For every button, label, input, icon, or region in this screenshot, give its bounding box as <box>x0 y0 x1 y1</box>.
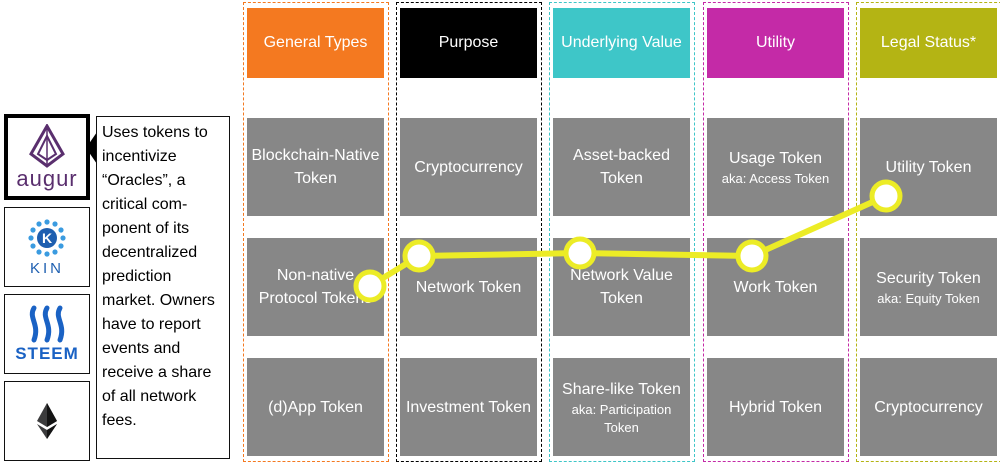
cell-security-token: Security Token aka: Equity Token <box>860 238 997 336</box>
augur-icon <box>29 124 65 168</box>
steem-logo: STEEM <box>4 294 90 374</box>
header-general-types: General Types <box>247 8 384 78</box>
cell-label: Utility Token <box>885 158 972 176</box>
svg-text:K: K <box>42 230 52 246</box>
column-frame-legal-status <box>856 2 1000 462</box>
cell-label: Work Token <box>733 278 818 296</box>
cell-label: Cryptocurrency <box>874 398 983 416</box>
cell-label: Investment Token <box>405 398 532 416</box>
route-node-network-value-token <box>563 236 597 270</box>
cell-cryptocurrency-legal: Cryptocurrency <box>860 358 997 456</box>
cell-label: (d)App Token <box>268 398 363 416</box>
header-purpose: Purpose <box>400 8 537 78</box>
token-route-line <box>368 193 888 289</box>
augur-logo: augur <box>4 114 90 200</box>
kin-icon: K <box>28 219 66 257</box>
cell-sublabel: aka: Access Token <box>721 170 830 186</box>
cell-label: Non-native Protocol Tokens <box>258 267 373 307</box>
cell-usage-token: Usage Token aka: Access Token <box>707 118 844 216</box>
cell-non-native-protocol-tokens: Non-native Protocol Tokens <box>247 238 384 336</box>
cell-dapp-token: (d)App Token <box>247 358 384 456</box>
cell-label: Network Value Token <box>570 267 673 307</box>
header-underlying-value: Underlying Value <box>553 8 690 78</box>
kin-wordmark: KIN <box>29 260 64 277</box>
column-frame-underlying-value <box>549 2 695 462</box>
route-node-utility-token <box>869 179 903 213</box>
header-legal-status: Legal Status* <box>860 8 997 78</box>
cell-share-like-token: Share-like Token aka: Participation Token <box>553 358 690 456</box>
route-node-work-token <box>735 239 769 273</box>
column-frame-general-types <box>243 2 389 462</box>
cell-blockchain-native-token: Blockchain-Native Token <box>247 118 384 216</box>
cell-investment-token: Investment Token <box>400 358 537 456</box>
cell-hybrid-token: Hybrid Token <box>707 358 844 456</box>
route-node-network-token <box>402 239 436 273</box>
callout-text: Uses tokens to incentivize “Oracles”, a … <box>102 124 215 429</box>
ethereum-icon <box>37 403 57 439</box>
route-node-non-native <box>353 269 387 303</box>
cell-label: Security Token <box>876 269 981 287</box>
cell-label: Share-like Token <box>562 380 681 398</box>
augur-description-callout: Uses tokens to incentivize “Oracles”, a … <box>96 116 230 459</box>
cell-label: Cryptocurrency <box>414 158 523 176</box>
cell-sublabel: aka: Participation Token <box>571 401 672 435</box>
cell-label: Asset-backed Token <box>573 147 670 187</box>
ethereum-logo <box>4 381 90 461</box>
kin-logo: K KIN <box>4 207 90 287</box>
cell-label: Network Token <box>415 278 522 296</box>
callout-pointer <box>86 132 97 164</box>
column-frame-purpose <box>396 2 542 462</box>
column-frame-utility <box>703 2 849 462</box>
cell-cryptocurrency-purpose: Cryptocurrency <box>400 118 537 216</box>
steem-wordmark: STEEM <box>15 344 79 363</box>
cell-label: Usage Token <box>728 149 823 167</box>
cell-asset-backed-token: Asset-backed Token <box>553 118 690 216</box>
header-utility: Utility <box>707 8 844 78</box>
cell-sublabel: aka: Equity Token <box>877 290 980 306</box>
augur-wordmark: augur <box>16 166 78 191</box>
steem-icon <box>29 305 65 343</box>
cell-label: Blockchain-Native Token <box>251 147 380 187</box>
cell-label: Hybrid Token <box>728 398 823 416</box>
